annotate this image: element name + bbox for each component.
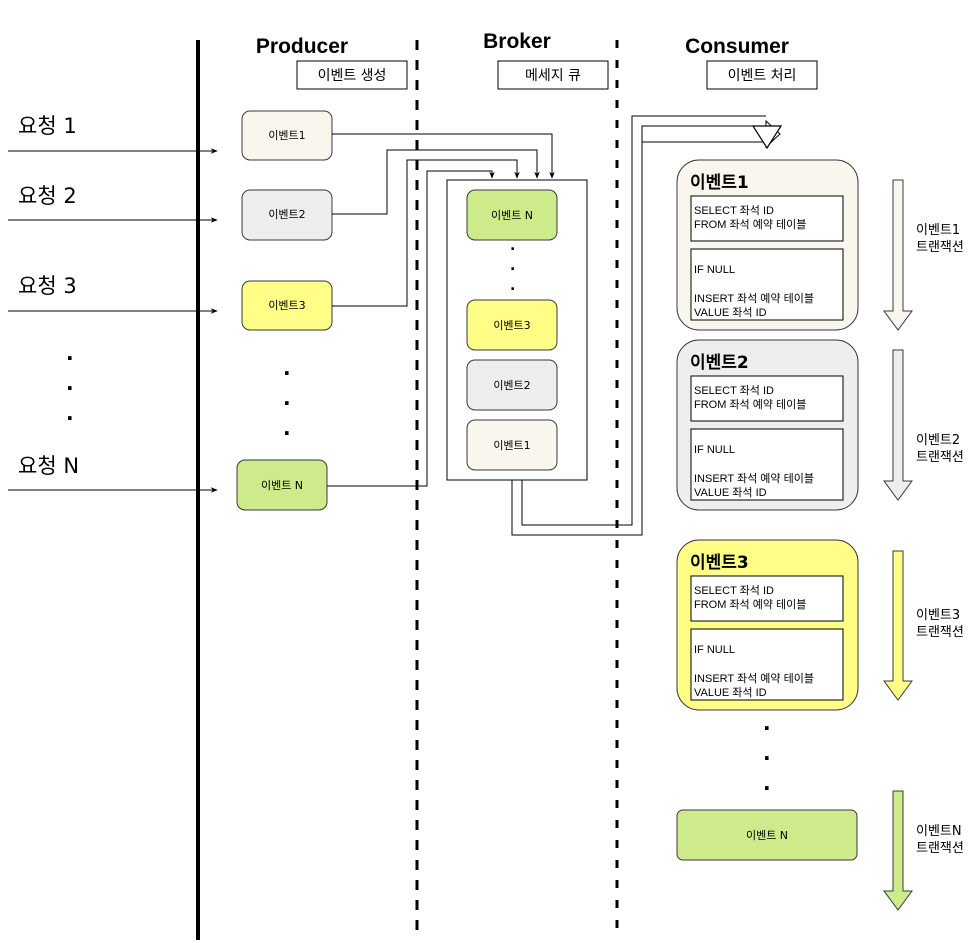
consumer-event-title: 이벤트3 (690, 553, 749, 573)
svg-text:이벤트2: 이벤트2 (493, 379, 530, 392)
producer-ellipsis-dot: . (283, 416, 291, 440)
request-label-1: 요청 1 (18, 114, 77, 138)
consumer-event-title: 이벤트1 (690, 173, 749, 193)
svg-text:이벤트 N: 이벤트 N (491, 209, 533, 222)
svg-text:이벤트1: 이벤트1 (493, 439, 530, 452)
svg-text:이벤트 N: 이벤트 N (261, 479, 303, 492)
consumer-header: Consumer (685, 35, 789, 58)
connector-eventn-to-queue (327, 170, 495, 487)
svg-text:IF NULL: IF NULL (694, 444, 735, 456)
svg-text:INSERT 좌석 예약 테이블: INSERT 좌석 예약 테이블 (694, 671, 814, 685)
transaction-arrow-1 (883, 179, 913, 331)
svg-text:IF NULL: IF NULL (694, 264, 735, 276)
consumer-event-2: 이벤트2 SELECT 좌석 ID FROM 좌석 예약 테이블 IF NULL… (676, 339, 859, 511)
svg-text:SELECT 좌석 ID: SELECT 좌석 ID (694, 204, 774, 217)
request-label-2: 요청 2 (18, 184, 77, 208)
consumer-ellipsis-dot: . (763, 771, 771, 795)
svg-text:INSERT 좌석 예약 테이블: INSERT 좌석 예약 테이블 (694, 291, 814, 305)
svg-text:SELECT 좌석 ID: SELECT 좌석 ID (694, 384, 774, 397)
connector-event2-to-queue (332, 149, 540, 215)
svg-text:FROM 좌석 예약 테이블: FROM 좌석 예약 테이블 (694, 217, 806, 231)
producer-event-3: 이벤트3 (241, 280, 333, 331)
transaction-label-n: 이벤트N (916, 824, 962, 839)
transaction-label-1: 이벤트1 (916, 223, 960, 238)
request-ellipsis-dot: . (66, 371, 74, 395)
svg-text:메세지 큐: 메세지 큐 (525, 68, 581, 84)
svg-text:이벤트 생성: 이벤트 생성 (318, 68, 387, 84)
svg-text:VALUE 좌석 ID: VALUE 좌석 ID (694, 306, 767, 319)
insert-query-box (690, 248, 844, 321)
svg-text:VALUE 좌석 ID: VALUE 좌석 ID (694, 686, 767, 699)
request-ellipsis-dot: . (66, 401, 74, 425)
request-label-3: 요청 3 (18, 274, 77, 298)
insert-query-box (690, 428, 844, 501)
producer-ellipsis-dot: . (283, 356, 291, 380)
svg-text:이벤트 처리: 이벤트 처리 (728, 68, 797, 84)
svg-text:VALUE 좌석 ID: VALUE 좌석 ID (694, 486, 767, 499)
consumer-event-n: 이벤트 N (676, 809, 858, 861)
producer-header: Producer (256, 35, 348, 58)
transaction-label-3: 트랜잭션 (916, 625, 964, 640)
select-query-box (690, 195, 844, 242)
request-label-n: 요청 N (18, 454, 79, 478)
producer-event-2: 이벤트2 (241, 189, 333, 241)
broker-subheader: 메세지 큐 (497, 60, 609, 90)
producer-event-n: 이벤트 N (236, 459, 328, 511)
svg-text:INSERT 좌석 예약 테이블: INSERT 좌석 예약 테이블 (694, 471, 814, 485)
queue-ellipsis-dot: . (510, 278, 515, 294)
transaction-label-1: 트랜잭션 (916, 240, 964, 255)
connector-event1-to-queue (332, 133, 555, 179)
consumer-event-1: 이벤트1 SELECT 좌석 ID FROM 좌석 예약 테이블 IF NULL… (676, 159, 859, 331)
svg-text:IF NULL: IF NULL (694, 644, 735, 656)
broker-header: Broker (483, 30, 551, 53)
transaction-label-n: 트랜잭션 (916, 841, 964, 856)
transaction-label-2: 트랜잭션 (916, 450, 964, 465)
queue-event-1: 이벤트1 (466, 419, 558, 471)
consumer-entry-arrowhead (751, 125, 783, 150)
select-query-box (690, 375, 844, 422)
svg-text:SELECT 좌석 ID: SELECT 좌석 ID (694, 584, 774, 597)
request-ellipsis-dot: . (66, 341, 74, 365)
queue-event-n: 이벤트 N (466, 189, 558, 241)
queue-to-consumer-flow-arrow-inner (521, 115, 766, 526)
producer-subheader: 이벤트 생성 (296, 60, 408, 90)
consumer-event-title: 이벤트2 (690, 353, 749, 373)
consumer-subheader: 이벤트 처리 (706, 60, 818, 90)
producer-ellipsis-dot: . (283, 386, 291, 410)
svg-text:이벤트2: 이벤트2 (268, 208, 305, 221)
consumer-event-3: 이벤트3 SELECT 좌석 ID FROM 좌석 예약 테이블 IF NULL… (676, 539, 859, 711)
queue-event-2: 이벤트2 (466, 359, 558, 411)
connector-event3-to-queue (332, 159, 520, 307)
svg-text:이벤트3: 이벤트3 (493, 319, 530, 332)
insert-query-box (690, 628, 844, 701)
producer-event-1: 이벤트1 (241, 110, 333, 161)
transaction-arrow-3 (883, 550, 913, 701)
transaction-arrow-n (883, 790, 913, 911)
svg-text:FROM 좌석 예약 테이블: FROM 좌석 예약 테이블 (694, 597, 806, 611)
transaction-label-3: 이벤트3 (916, 608, 960, 623)
consumer-ellipsis-dot: . (763, 741, 771, 765)
queue-ellipsis-dot: . (510, 258, 515, 274)
svg-text:FROM 좌석 예약 테이블: FROM 좌석 예약 테이블 (694, 397, 806, 411)
queue-ellipsis-dot: . (510, 238, 515, 254)
svg-text:이벤트1: 이벤트1 (268, 129, 305, 142)
transaction-arrow-2 (883, 349, 913, 501)
queue-event-3: 이벤트3 (466, 299, 558, 351)
svg-text:이벤트3: 이벤트3 (268, 299, 305, 312)
transaction-label-2: 이벤트2 (916, 433, 960, 448)
select-query-box (690, 575, 844, 622)
consumer-ellipsis-dot: . (763, 711, 771, 735)
svg-text:이벤트 N: 이벤트 N (746, 829, 788, 842)
